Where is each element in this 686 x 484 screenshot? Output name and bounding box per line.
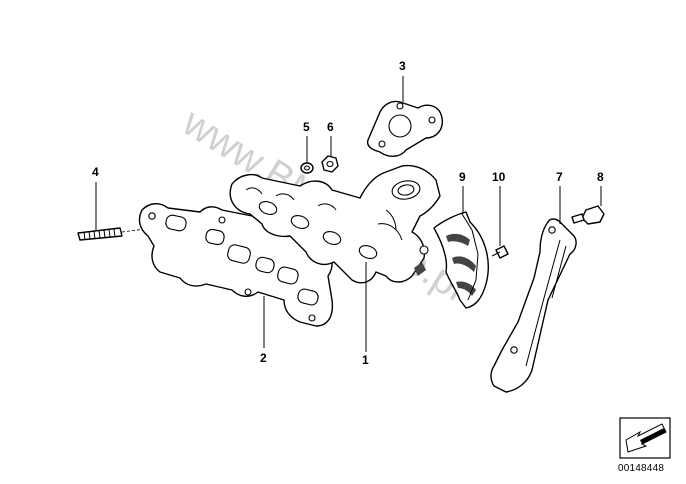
direction-arrow-icon <box>619 417 671 459</box>
callout-6[interactable]: 6 <box>327 120 334 134</box>
callout-4[interactable]: 4 <box>92 165 99 179</box>
part-nut[interactable] <box>321 155 339 173</box>
callout-5[interactable]: 5 <box>303 120 310 134</box>
callout-7[interactable]: 7 <box>556 170 563 184</box>
part-heat-shield[interactable] <box>433 211 489 309</box>
callout-8[interactable]: 8 <box>597 170 604 184</box>
part-washer[interactable] <box>300 162 314 174</box>
callout-10[interactable]: 10 <box>492 170 506 184</box>
part-stud[interactable] <box>77 227 146 241</box>
callout-3[interactable]: 3 <box>399 59 406 73</box>
callout-1[interactable]: 1 <box>362 353 369 367</box>
part-bracket[interactable] <box>490 218 577 393</box>
part-small-bolt[interactable] <box>491 245 509 259</box>
leader-lines <box>95 76 602 352</box>
part-bolt[interactable] <box>571 205 605 225</box>
callout-9[interactable]: 9 <box>459 170 466 184</box>
diagram-id-label: 00148448 <box>618 463 665 474</box>
part-flange-gasket[interactable] <box>366 100 443 157</box>
callout-2[interactable]: 2 <box>260 351 267 365</box>
part-exhaust-manifold[interactable] <box>229 164 441 284</box>
